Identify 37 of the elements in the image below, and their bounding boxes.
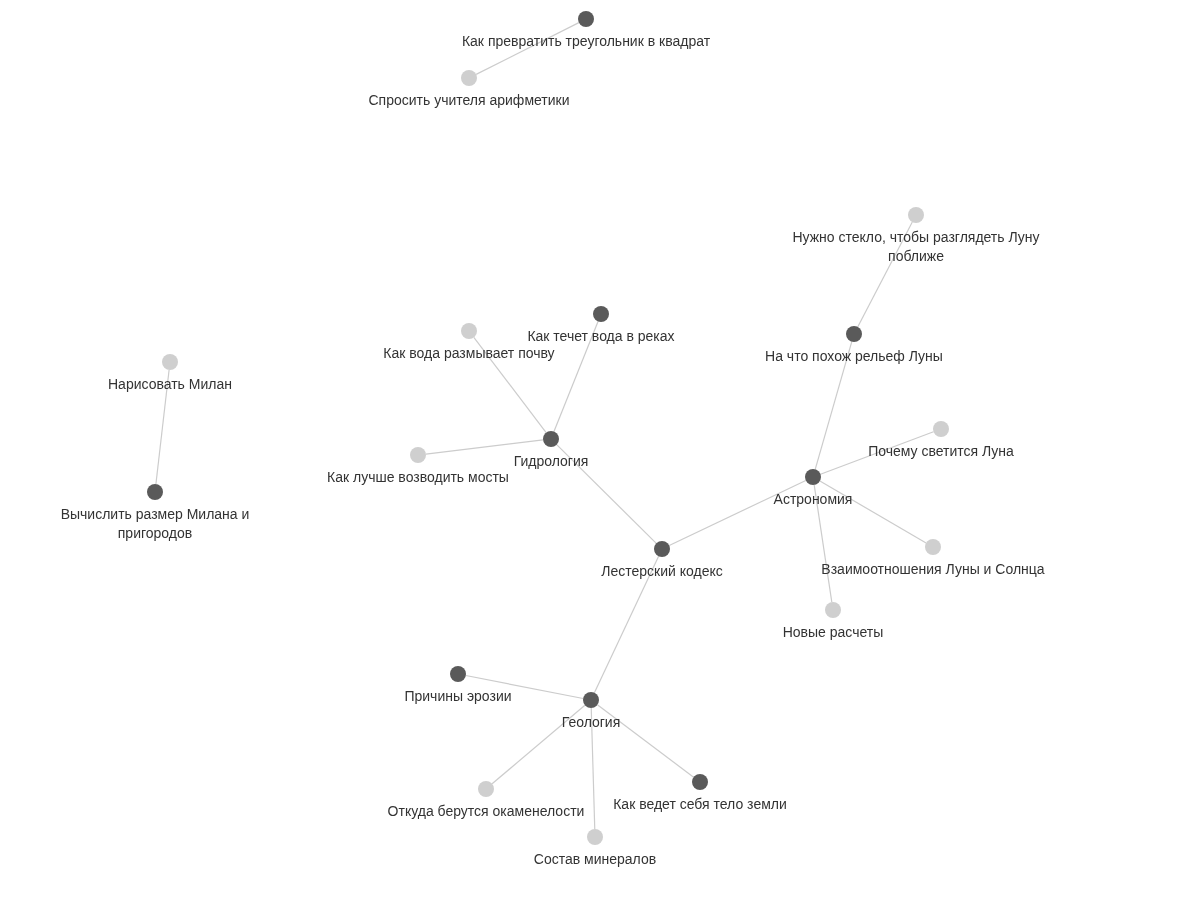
connector-line (155, 369, 170, 485)
node-label: На что похож рельеф Луны (765, 347, 943, 366)
connector-line (553, 320, 599, 433)
node-label: Как лучше возводить мосты (327, 468, 509, 487)
node-label: Как течет вода в реках (527, 327, 675, 346)
node-label: Причины эрозии (404, 687, 512, 706)
connector-line (491, 704, 586, 785)
node-label: Почему светится Луна (868, 442, 1014, 461)
connector-line (596, 704, 695, 778)
node-label: Вычислить размер Милана и пригородов (59, 505, 251, 543)
connector-line (819, 431, 935, 475)
connector-line (425, 439, 544, 455)
node-label: Гидрология (513, 452, 589, 471)
connector-line (473, 336, 547, 434)
node-label: Как вода размывает почву (383, 344, 555, 363)
connector-line (593, 555, 660, 694)
node-label: Лестерский кодекс (601, 562, 723, 581)
node-label: Новые расчеты (782, 623, 884, 642)
node-label: Состав минералов (533, 850, 657, 869)
connector-line (556, 444, 657, 544)
node-label: Откуда берутся окаменелости (387, 802, 585, 821)
connector-line (475, 22, 580, 75)
connector-line (819, 480, 927, 544)
node-label: Нарисовать Милан (108, 375, 232, 394)
connector-line (814, 341, 853, 470)
connector-line (813, 484, 833, 603)
node-label: Спросить учителя арифметики (368, 91, 570, 110)
node-label: Как превратить треугольник в квадрат (461, 32, 711, 51)
connector-line (465, 674, 584, 700)
node-label: Взаимоотношения Луны и Солнца (821, 560, 1045, 579)
connector-line (668, 479, 807, 547)
connector-line (857, 221, 913, 328)
node-label: Как ведет себя тело земли (613, 795, 787, 814)
connector-line (590, 707, 596, 830)
node-label: Геология (561, 713, 621, 732)
node-label: Астрономия (773, 490, 853, 509)
node-label: Нужно стекло, чтобы разглядеть Луну поближе (791, 228, 1041, 266)
